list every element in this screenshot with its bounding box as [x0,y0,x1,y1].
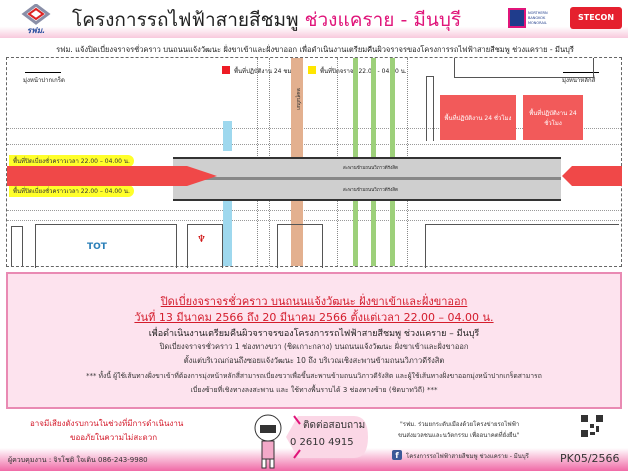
bridge-label: สะพานข้ามถนนวิภาวดีรังสิต [343,166,398,171]
bus-stop [223,121,232,151]
tot-landmark: TOT [87,242,107,252]
traffic-diagram: มุ่งหน้าปากเกร็ด มุ่งหน้าหลักสี่ พื้นที่… [6,57,622,268]
closure-label-top: พื้นที่ปิดเบี่ยงชั่วคราวเวลา 22.00 – 04.… [9,155,134,167]
work-area-1: พื้นที่ปฏิบัติงาน 24 ชั่วโมง [440,95,516,140]
building-outline [187,224,223,268]
arrow-right-icon [563,72,599,73]
stecon-logo: STECON [570,7,622,29]
facebook-page[interactable]: โครงการรถไฟฟ้าสายสีชมพู ช่วงแคราย - มีนบ… [406,453,529,460]
header: รฟม. โครงการรถไฟฟ้าสายสีชมพู ช่วงแคราย -… [0,0,628,38]
nbm-logo: NORTHERN BANGKOK MONORAIL [508,7,566,29]
lane-line [7,210,621,211]
notice-purpose: เพื่อดำเนินงานเตรียมคืนผิวจราจรของโครงกา… [148,329,480,339]
slogan-line-2: ขนส่งมวลชนและนวัตกรรม เพื่ออนาคตที่ยั่งย… [398,432,520,439]
direction-right: มุ่งหน้าหลักสี่ [562,77,596,84]
closure-label-bottom: พื้นที่ปิดเบี่ยงชั่วคราวเวลา 22.00 – 04.… [9,185,134,197]
mrta-logo: รฟม. [21,4,51,34]
title-highlight: ช่วงแคราย - มีนบุรี [304,9,462,31]
subtitle: รฟม. แจ้งปิดเบี่ยงจราจรชั่วคราว บนถนนแจ้… [56,45,574,54]
page-title: โครงการรถไฟฟ้าสายสีชมพู ช่วงแคราย - มีนบ… [72,5,461,35]
title-main: โครงการรถไฟฟ้าสายสีชมพู [72,9,299,31]
mascot-icon [254,414,282,469]
legend-label: พื้นที่ปฏิบัติงาน 24 ชม. [234,68,294,75]
arrow-left-icon [25,72,61,73]
contact-phone[interactable]: 0 2610 4915 [290,437,354,448]
qr-code-icon[interactable] [580,414,604,438]
notice-note: *** ทั้งนี้ ผู้ใช้เส้นทางฝั่งขาเข้าที่ต้… [86,372,542,380]
legend-swatch-red [222,66,230,74]
facebook-icon[interactable]: f [392,450,402,460]
lane-line [7,220,621,221]
document-code: PK05/2566 [560,452,620,465]
bridge-label: สะพานข้ามถนนวิภาวดีรังสิต [343,188,398,193]
notice-note-cont: เบี่ยงซ้ายที่เชิงทางลงสะพาน และ ใช้ทางพื… [190,386,438,394]
notice-detail: ปิดเบี่ยงจราจรชั่วคราว 1 ช่องทางขวา (ชิด… [159,342,469,351]
direction-left: มุ่งหน้าปากเกร็ด [23,77,65,84]
supervisor-contact: ผู้ควบคุมงาน : จิรโชติ ใจเดิน 086-243-99… [8,456,148,464]
building-outline [425,224,619,268]
bridge-road: สะพานข้ามถนนวิภาวดีรังสิต สะพานข้ามถนนวิ… [173,157,561,201]
slogan-line-1: "รฟม. ร่วมยกระดับเมืองด้วยโครงข่ายรถไฟฟ้… [400,421,520,428]
building-outline [35,224,177,268]
legend-label: พื้นที่ปิดจราจร 22.00 - 04.00 น. [320,68,407,75]
footer-bar [0,448,628,471]
building-outline [11,226,23,266]
legend-swatch-yellow [308,66,316,74]
notice-box: ปิดเบี่ยงจราจรชั่วคราว บนถนนแจ้งวัฒนะ ฝั… [6,272,622,409]
notice-heading: ปิดเบี่ยงจราจรชั่วคราว บนถนนแจ้งวัฒนะ ฝั… [160,295,468,308]
closure-arrow-left [7,166,217,186]
notice-dates: วันที่ 13 มีนาคม 2566 ถึง 20 มีนาคม 2566… [134,311,494,324]
bus-stop [223,193,232,266]
svg-text:รฟม.: รฟม. [27,26,45,34]
crosswalk-label: หอศูนย์บก [295,88,301,111]
notice-location: ตั้งแต่บริเวณก่อนถึงซอยแจ้งวัฒนะ 10 ถึง … [183,356,445,365]
apology-line-2: ขออภัยในความไม่สะดวก [70,433,158,442]
lane-line [7,144,621,145]
closure-arrow-right [562,166,622,186]
building-outline [426,76,434,141]
building-outline [454,58,594,78]
building-outline [277,224,323,268]
garuda-emblem-icon: ♆ [197,234,206,245]
lane-line [7,128,621,129]
contact-label: ติดต่อสอบถาม [303,420,366,431]
work-area-2: พื้นที่ปฏิบัติงาน 24 ชั่วโมง [523,95,583,140]
contact-bubble [286,415,368,459]
apology-line-1: อาจมีเสียงดังรบกวนในช่วงที่มีการดำเนินงา… [30,419,184,428]
